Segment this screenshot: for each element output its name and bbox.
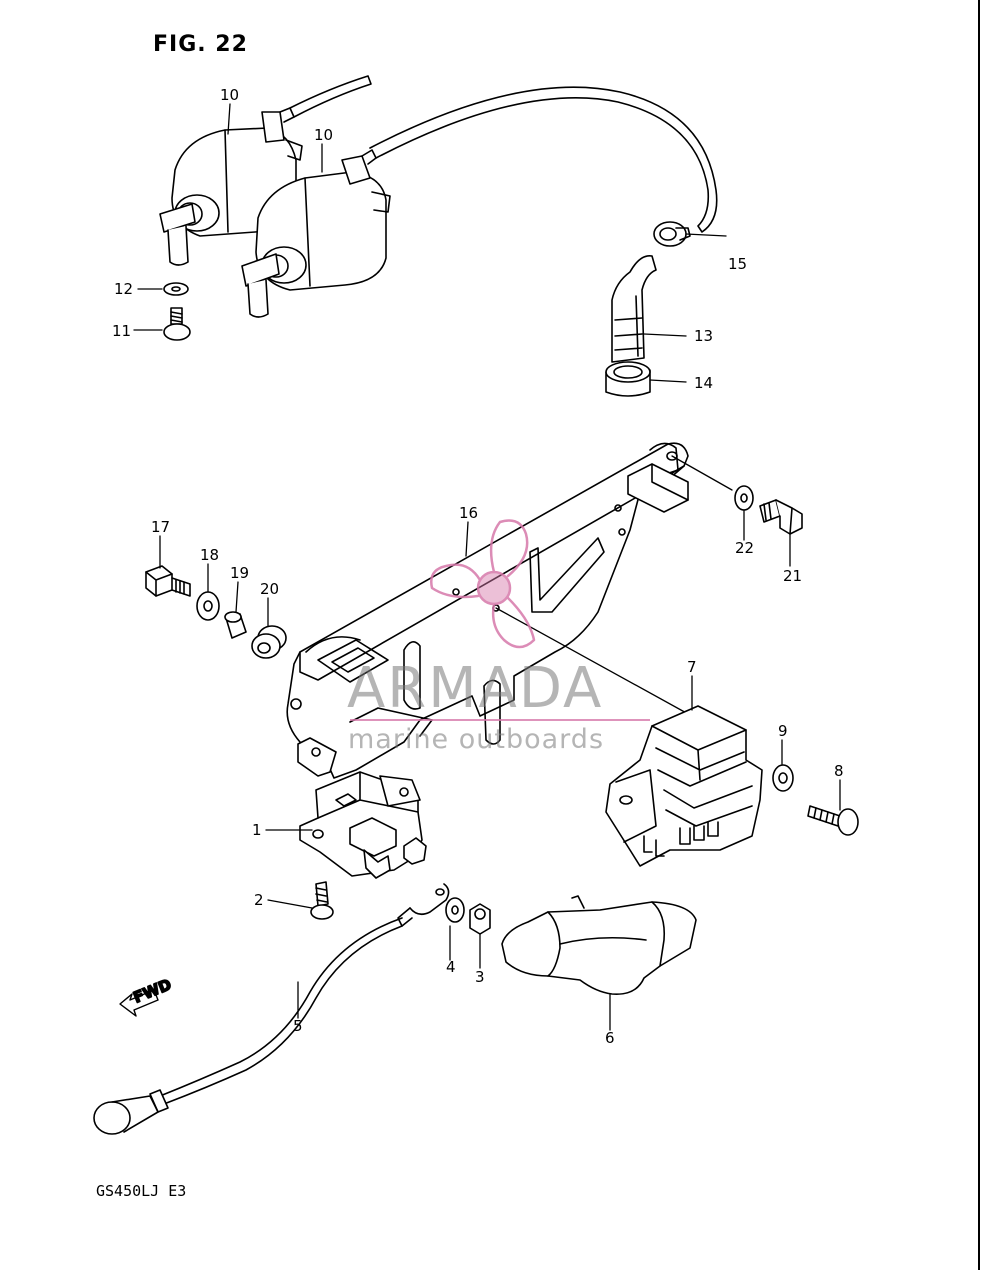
bracket-16 — [286, 442, 689, 779]
callout-label: 3 — [475, 968, 485, 986]
callout-label: 14 — [694, 374, 713, 392]
callout-label: 22 — [735, 539, 754, 557]
cushion-20 — [251, 625, 287, 659]
callout-label: 8 — [834, 762, 844, 780]
callout-label: 2 — [254, 891, 264, 909]
ignition-coil-front — [241, 149, 391, 318]
plug-cap-seal-14 — [605, 361, 651, 397]
callout-label: 12 — [114, 280, 133, 298]
washer-4 — [445, 897, 465, 923]
coil-lead-wires — [289, 75, 718, 233]
callout-label: 21 — [783, 567, 802, 585]
callout-label: 7 — [687, 658, 697, 676]
page-border-right — [978, 0, 980, 1270]
fwd-arrow — [119, 989, 159, 1017]
grommet-15 — [653, 221, 691, 247]
callout-label: 9 — [778, 722, 788, 740]
washer-9 — [772, 764, 794, 792]
watermark-tagline: marine outboards — [348, 724, 605, 755]
callout-label: 20 — [260, 580, 279, 598]
watermark-divider — [350, 719, 650, 721]
screw-8 — [807, 805, 859, 836]
leader-lines — [133, 103, 841, 1031]
bolt-17 — [145, 565, 191, 597]
model-code: GS450LJ E3 — [96, 1182, 187, 1200]
callout-label: 6 — [605, 1029, 615, 1047]
collar-19 — [224, 611, 247, 639]
callout-label: 19 — [230, 564, 249, 582]
nut-3 — [469, 903, 491, 935]
callout-label: 17 — [151, 518, 170, 536]
callout-label: 1 — [252, 821, 262, 839]
washer-12 — [163, 282, 189, 296]
callout-label: 4 — [446, 958, 456, 976]
washer-18 — [196, 591, 220, 621]
callout-label: 15 — [728, 255, 747, 273]
callout-label: 16 — [459, 504, 478, 522]
bolt-21 — [759, 499, 803, 535]
callout-label: 18 — [200, 546, 219, 564]
regulator-7 — [605, 705, 763, 867]
plug-cap-13 — [611, 255, 657, 363]
callout-label: 13 — [694, 327, 713, 345]
callout-label: 10 — [314, 126, 333, 144]
terminal-cover-6 — [501, 895, 697, 995]
watermark-propeller-icon — [430, 519, 536, 649]
callout-labels: 10 10 12 11 15 13 14 16 17 18 19 20 22 2… — [112, 86, 844, 1047]
figure-title: FIG. 22 — [153, 32, 248, 57]
washer-22 — [734, 485, 754, 511]
battery-cable-5 — [93, 883, 450, 1135]
callout-label: 11 — [112, 322, 131, 340]
starter-relay-1 — [299, 771, 427, 879]
callout-label: 5 — [293, 1017, 303, 1035]
watermark-brand: ARMADA — [347, 656, 604, 721]
leader-line-bolt-21 — [671, 455, 733, 491]
callout-label: 10 — [220, 86, 239, 104]
screw-2 — [310, 881, 334, 920]
screw-11 — [163, 307, 191, 341]
